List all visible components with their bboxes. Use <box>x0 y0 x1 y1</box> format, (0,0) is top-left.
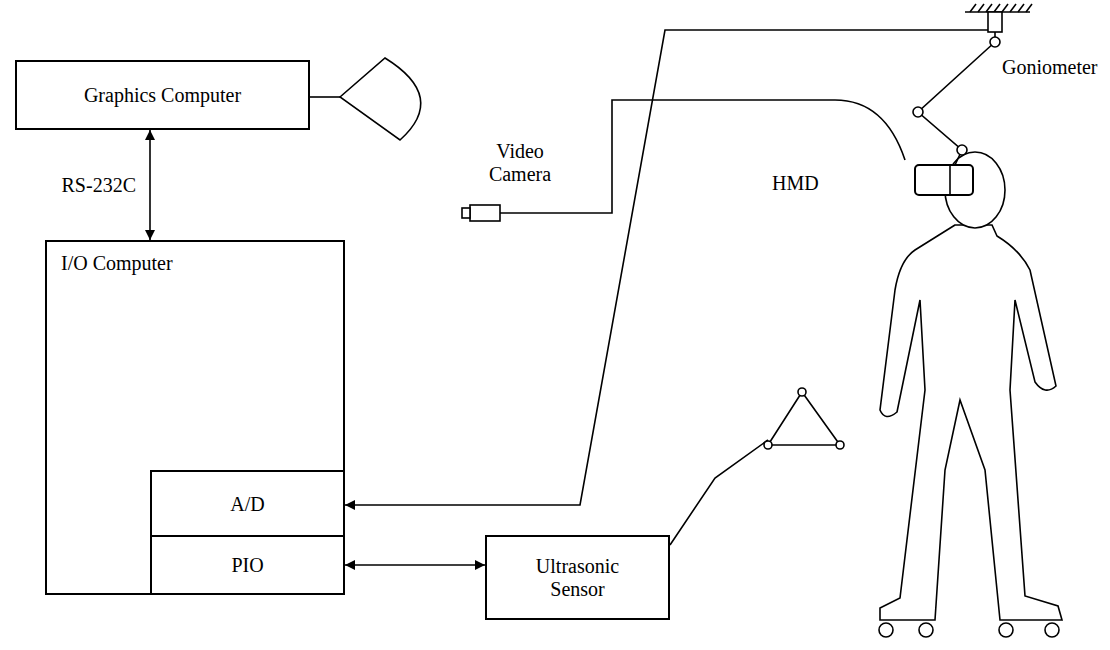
data-link <box>149 130 151 240</box>
pio-box: PIO <box>150 535 345 595</box>
skate-wheel <box>919 623 933 637</box>
node-label: A/D <box>230 492 264 515</box>
hatch-stroke <box>1018 4 1024 12</box>
camera-label: Video Camera <box>470 140 570 186</box>
goniometer-joint <box>957 145 967 155</box>
skate-wheel <box>999 623 1013 637</box>
graphics-computer-box: Graphics Computer <box>15 60 310 130</box>
goniometer-joint <box>913 107 923 117</box>
edge-label: RS-232C <box>62 174 136 197</box>
goniometer-wire <box>345 30 992 505</box>
camera-wire <box>500 100 905 213</box>
hatch-stroke <box>970 4 976 12</box>
goniometer-joint <box>990 37 1000 47</box>
node-label: Graphics Computer <box>84 84 241 107</box>
goniometer-arm <box>918 32 995 165</box>
ultrasonic-receiver <box>768 392 840 445</box>
ceiling-hatch <box>970 4 1032 12</box>
skate-wheel <box>1045 623 1059 637</box>
monitor-symbol <box>340 58 421 140</box>
goniometer-label: Goniometer <box>1002 56 1098 79</box>
receiver-joint <box>798 388 806 396</box>
hatch-stroke <box>1002 4 1008 12</box>
camera-lens <box>462 208 470 218</box>
io-computer-box: I/O ComputerA/D PIO <box>45 240 345 595</box>
hatch-stroke <box>1026 4 1032 12</box>
hatch-stroke <box>978 4 984 12</box>
ultrasonic-sensor-box: Ultrasonic Sensor <box>485 535 670 620</box>
hmd-display <box>915 165 973 195</box>
monitor-cable <box>310 96 340 98</box>
sensor-wire <box>670 440 768 545</box>
ad-converter-box: A/D <box>150 470 345 537</box>
data-link <box>345 564 485 566</box>
node-label: I/O Computer <box>61 252 173 275</box>
hatch-stroke <box>1010 4 1016 12</box>
hatch-stroke <box>986 4 992 12</box>
receiver-joint <box>836 441 844 449</box>
human-figure <box>880 225 1062 620</box>
hmd-detail <box>949 165 951 195</box>
skate-wheel <box>879 623 893 637</box>
hatch-stroke <box>994 4 1000 12</box>
video-camera <box>470 205 500 221</box>
node-label: PIO <box>231 554 263 577</box>
node-label: Ultrasonic Sensor <box>523 555 633 601</box>
hmd-label: HMD <box>772 172 819 195</box>
goniometer-base <box>988 12 1002 32</box>
receiver-joint <box>764 441 772 449</box>
